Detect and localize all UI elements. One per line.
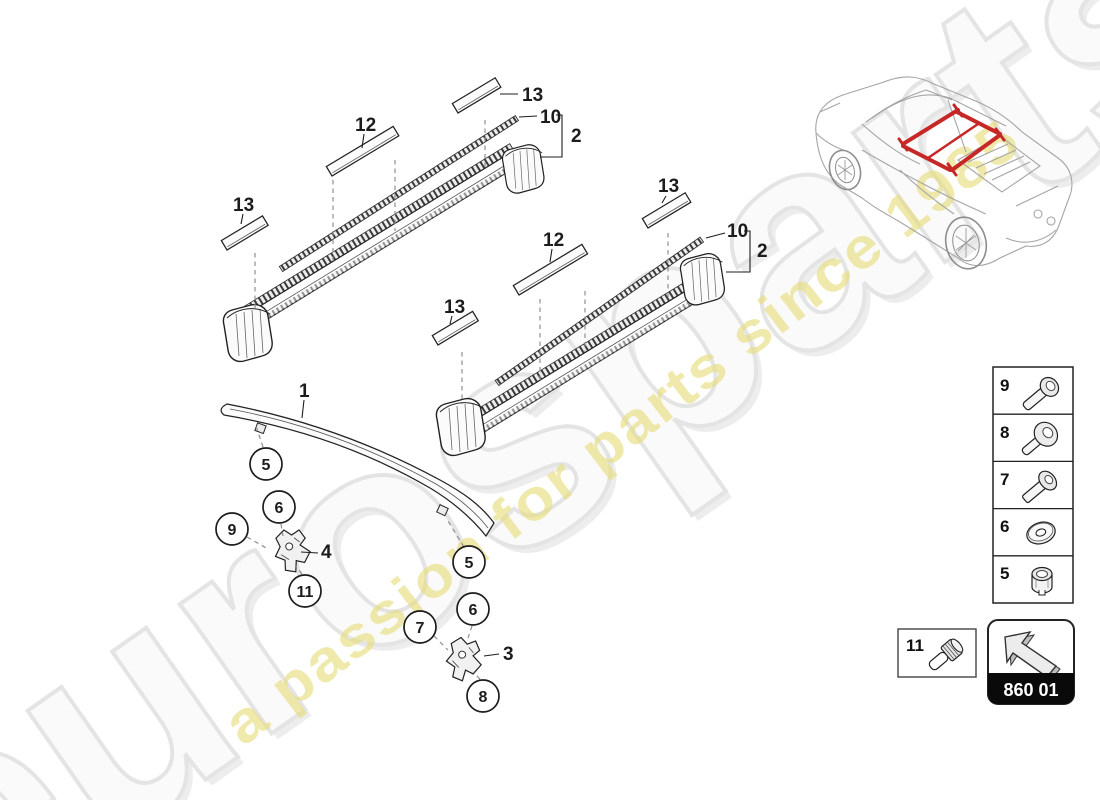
- callout-5-rear[interactable]: 5: [452, 545, 486, 579]
- part-label-2: 2: [757, 241, 768, 262]
- expanding-nut-icon: [1031, 566, 1053, 596]
- highlighted-roof-rack: [897, 103, 1006, 177]
- part-label-2: 2: [571, 126, 582, 147]
- callout-number: 6: [469, 602, 478, 619]
- section-code-box[interactable]: 860 01: [987, 619, 1075, 705]
- insert-strip-10: [278, 114, 520, 273]
- cross-bar-assembly-front: 13 10 2 12 13: [220, 76, 582, 363]
- car-body-outline: [815, 76, 1073, 267]
- pan-head-screw-icon: [1022, 376, 1060, 411]
- callout-5-front[interactable]: 5: [249, 447, 283, 481]
- countersunk-screw-icon: [1022, 470, 1058, 504]
- legend-row-9: 9: [1000, 376, 1060, 411]
- callout-7[interactable]: 7: [403, 610, 437, 644]
- bar-foot: [501, 144, 545, 194]
- legend-row-6: 6: [1000, 517, 1056, 545]
- rear-wheel: [944, 216, 988, 270]
- alignment-dashes: [254, 120, 486, 308]
- callout-number: 8: [479, 689, 488, 706]
- end-pad-13: [220, 214, 270, 251]
- legend-number: 6: [1000, 517, 1009, 536]
- washer-icon: [1026, 521, 1056, 545]
- part-label-10: 10: [727, 221, 748, 242]
- callout-number: 7: [416, 620, 425, 637]
- end-pad-13: [431, 310, 480, 346]
- end-pad-13: [451, 76, 502, 114]
- callout-6-front[interactable]: 6: [262, 490, 296, 524]
- callout-9[interactable]: 9: [215, 512, 249, 546]
- legend-number: 7: [1000, 470, 1009, 489]
- end-pad-13: [641, 191, 692, 229]
- cross-bar-assembly-rear: 13 10 2 12 13: [431, 176, 768, 457]
- part-label-3: 3: [503, 644, 514, 665]
- roof-rail-molding: 1: [220, 381, 495, 538]
- rivet-icon: [928, 638, 964, 671]
- part-label-12: 12: [355, 115, 376, 136]
- alignment-dashes: [461, 233, 669, 404]
- flange-screw-icon: [1021, 421, 1059, 456]
- legend-number: 9: [1000, 376, 1009, 395]
- part-label-13: 13: [658, 176, 679, 197]
- part-label-13: 13: [522, 85, 543, 106]
- callout-number: 9: [228, 522, 237, 539]
- callout-6-rear[interactable]: 6: [456, 592, 490, 626]
- legend-row-5: 5: [1000, 564, 1053, 596]
- car-illustration: [815, 76, 1073, 270]
- cross-bar: [234, 143, 523, 333]
- bar-foot: [679, 253, 725, 306]
- part-label-1: 1: [299, 381, 310, 402]
- part-label-4: 4: [321, 542, 332, 563]
- callout-8[interactable]: 8: [466, 679, 500, 713]
- callout-number: 5: [465, 555, 474, 572]
- bar-foot: [222, 303, 273, 363]
- part-label-13: 13: [233, 195, 254, 216]
- part-label-10: 10: [540, 107, 561, 128]
- insert-strip-10: [494, 236, 705, 387]
- section-code-bar: [988, 673, 1074, 704]
- legend-number: 8: [1000, 423, 1009, 442]
- front-wheel: [828, 149, 862, 191]
- part-label-13: 13: [444, 297, 465, 318]
- legend-row-8: 8: [1000, 421, 1059, 456]
- callout-number: 6: [275, 500, 284, 517]
- callout-number: 11: [297, 584, 314, 601]
- fastener-11-box: 11: [897, 628, 977, 678]
- section-code: 860 01: [1003, 680, 1058, 700]
- callout-11[interactable]: 11: [288, 574, 322, 608]
- middle-pad-12: [512, 243, 589, 296]
- callout-dashes: [246, 425, 481, 680]
- legend-number: 11: [906, 636, 924, 655]
- cross-bar: [457, 278, 703, 442]
- legend-number: 5: [1000, 564, 1009, 583]
- rail-mount-tab: [436, 504, 449, 517]
- legend-row-7: 7: [1000, 470, 1058, 504]
- part-label-12: 12: [543, 230, 564, 251]
- middle-pad-12: [325, 125, 400, 177]
- fastener-legend: 9 8 7 6: [992, 366, 1074, 604]
- callout-number: 5: [262, 457, 271, 474]
- bar-foot: [435, 397, 486, 457]
